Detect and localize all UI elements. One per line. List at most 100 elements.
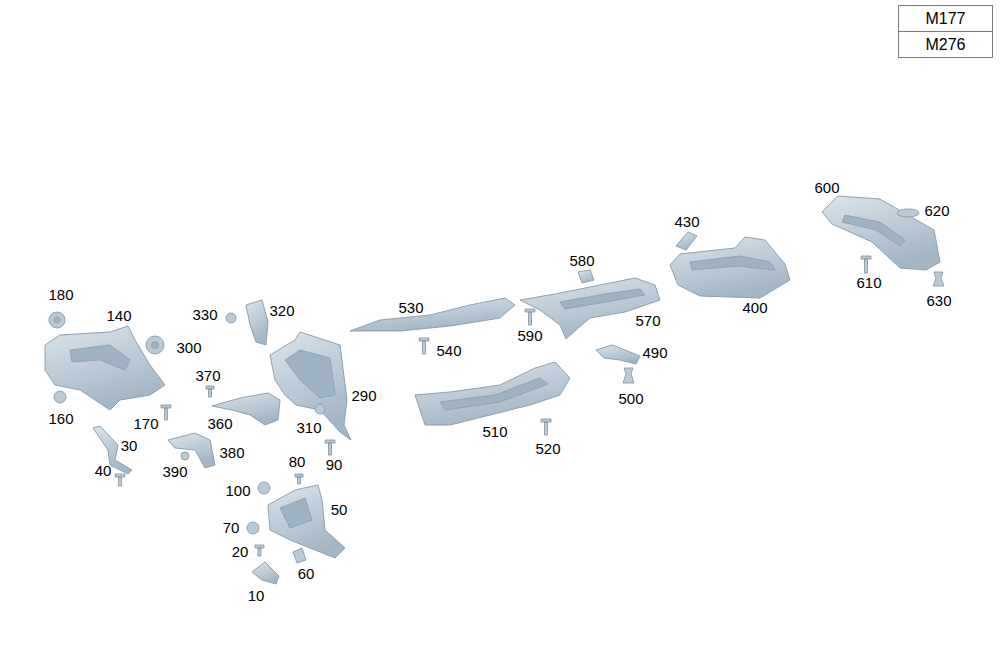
callout-holder: 140 — [106, 307, 131, 325]
callout-holder: 360 — [207, 415, 232, 433]
callout-holder: 170 — [133, 415, 158, 433]
nut — [247, 522, 259, 534]
callout-number: 360 — [207, 415, 232, 432]
callout-holder: 320 — [269, 302, 294, 320]
nut-hole — [152, 342, 159, 349]
small-shield — [268, 485, 345, 558]
callout-number: 30 — [121, 437, 138, 454]
callout-holder: 510 — [482, 423, 507, 441]
callout-holder: 10 — [248, 587, 265, 605]
shield-rib — [285, 350, 335, 398]
shield-rib — [842, 215, 905, 246]
callout-holder: 310 — [296, 419, 321, 437]
callout-number: 590 — [517, 327, 542, 344]
callout-number: 540 — [436, 342, 461, 359]
muffler-shield — [670, 237, 790, 298]
callout-holder: 80 — [289, 453, 306, 471]
callout-number: 10 — [248, 587, 265, 604]
nut — [49, 312, 65, 328]
callout-holder: 100 — [225, 482, 250, 500]
callout-holder: 610 — [856, 274, 881, 292]
callout-holder: 430 — [674, 213, 699, 231]
callout-number: 160 — [48, 410, 73, 427]
callout-number: 400 — [742, 299, 767, 316]
washer — [897, 209, 919, 217]
callout-holder: 600 — [814, 179, 839, 197]
engine-shield — [45, 326, 165, 410]
callout-number: 510 — [482, 423, 507, 440]
callout-holder: 20 — [232, 543, 249, 561]
callout-holder: 570 — [635, 312, 660, 330]
callout-holder: 50 — [331, 501, 348, 519]
callout-number: 40 — [95, 462, 112, 479]
callout-number: 530 — [398, 299, 423, 316]
bracket — [168, 433, 215, 468]
nut — [54, 391, 66, 403]
callout-holder: 390 — [162, 463, 187, 481]
callout-number: 100 — [225, 482, 250, 499]
callout-holder: 620 — [924, 202, 949, 220]
bolt — [861, 256, 871, 273]
table-cell: M177 — [898, 5, 993, 32]
heat-shield — [822, 196, 940, 270]
callout-holder: 330 — [192, 306, 217, 324]
callout-number: 290 — [351, 387, 376, 404]
shield-rib — [690, 256, 775, 270]
callout-number: 70 — [223, 519, 240, 536]
callout-number: 320 — [269, 302, 294, 319]
callout-holder: 60 — [298, 565, 315, 583]
callout-number: 310 — [296, 419, 321, 436]
callout-number: 610 — [856, 274, 881, 291]
clip — [623, 368, 634, 383]
callout-number: 520 — [535, 440, 560, 457]
tunnel-shield — [350, 298, 515, 331]
bolt — [541, 419, 551, 435]
callout-number: 570 — [635, 312, 660, 329]
callout-number: 600 — [814, 179, 839, 196]
callout-number: 580 — [569, 252, 594, 269]
callout-number: 630 — [926, 292, 951, 309]
callout-number: 490 — [642, 344, 667, 361]
callout-holder: 540 — [436, 342, 461, 360]
callout-holder: 490 — [642, 344, 667, 362]
callout-number: 20 — [232, 543, 249, 560]
shield-rib — [560, 289, 645, 309]
bolt — [419, 338, 429, 354]
callout-number: 500 — [618, 390, 643, 407]
callout-number: 300 — [176, 339, 201, 356]
callout-number: 330 — [192, 306, 217, 323]
callout-number: 620 — [924, 202, 949, 219]
callout-holder: 30 — [121, 437, 138, 455]
callout-holder: 90 — [326, 456, 343, 474]
callout-number: 430 — [674, 213, 699, 230]
callout-holder: 580 — [569, 252, 594, 270]
model-code: M177 — [925, 11, 965, 27]
bolt — [255, 545, 264, 556]
tunnel-shield — [415, 362, 570, 425]
shield-rib — [280, 498, 312, 528]
clip — [293, 548, 306, 563]
model-code: M276 — [925, 37, 965, 53]
callout-holder: 180 — [48, 286, 73, 304]
callout-holder: 300 — [176, 339, 201, 357]
nut-hole — [54, 317, 60, 323]
bolt — [525, 309, 535, 325]
callout-holder: 400 — [742, 299, 767, 317]
callout-holder: 380 — [219, 444, 244, 462]
bolt — [295, 474, 303, 484]
callout-holder: 500 — [618, 390, 643, 408]
nut — [226, 313, 236, 323]
bolt — [206, 386, 214, 397]
callout-holder: 70 — [223, 519, 240, 537]
callout-holder: 160 — [48, 410, 73, 428]
callout-number: 390 — [162, 463, 187, 480]
callout-number: 80 — [289, 453, 306, 470]
nut — [146, 336, 164, 354]
table-cell: M276 — [898, 31, 993, 58]
callout-holder: 520 — [535, 440, 560, 458]
bolt — [325, 440, 335, 455]
bolt — [161, 405, 171, 420]
small-shield — [246, 300, 268, 345]
callout-holder: 40 — [95, 462, 112, 480]
